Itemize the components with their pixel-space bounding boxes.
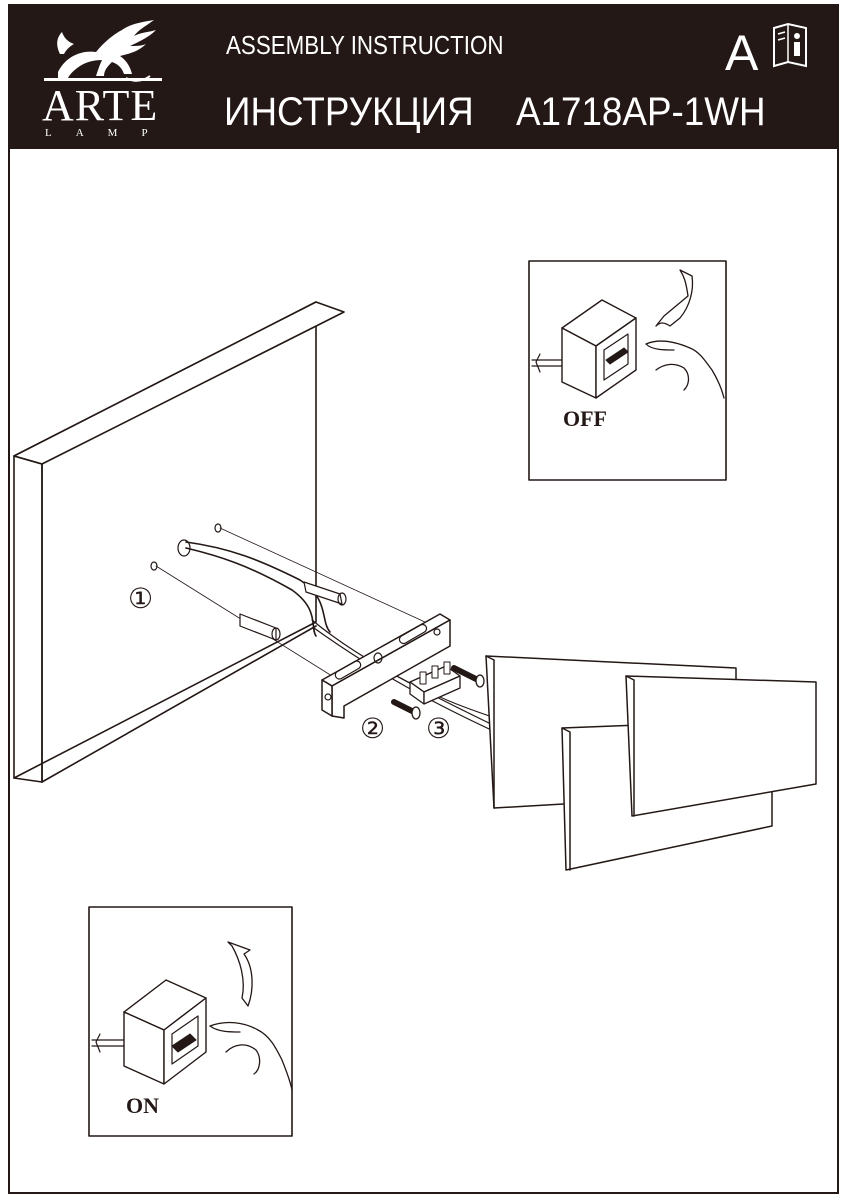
screws xyxy=(391,665,485,720)
title-russian-line: ИНСТРУКЦИЯ A1718AP-1WH xyxy=(224,92,766,132)
header-bar: ARTE LAMP ASSEMBLY INSTRUCTION ИНСТРУКЦИ… xyxy=(8,4,839,149)
wall-block xyxy=(13,301,345,783)
brand-subtitle: LAMP xyxy=(45,127,172,139)
switch-on-inset xyxy=(88,906,293,1137)
callout-3: ③ xyxy=(426,714,452,745)
callout-1: ① xyxy=(128,584,154,615)
page-frame xyxy=(8,4,839,1194)
switch-off-inset xyxy=(528,260,727,481)
griffin-logo-icon xyxy=(44,20,162,82)
switch-on-label: ON xyxy=(126,1093,159,1118)
lamp-panels xyxy=(485,655,817,871)
switch-off-label: OFF xyxy=(563,406,607,431)
terminal-block xyxy=(409,661,461,705)
section-letter: A xyxy=(725,25,759,81)
model-number: A1718AP-1WH xyxy=(515,90,766,134)
title-russian: ИНСТРУКЦИЯ xyxy=(224,90,474,134)
brand-name: ARTE xyxy=(42,81,159,130)
callout-2: ② xyxy=(360,714,386,745)
manual-info-icon xyxy=(773,22,807,68)
wire-connectors xyxy=(239,581,347,641)
mounting-bracket xyxy=(321,613,451,719)
title-english: ASSEMBLY INSTRUCTION xyxy=(226,30,504,60)
